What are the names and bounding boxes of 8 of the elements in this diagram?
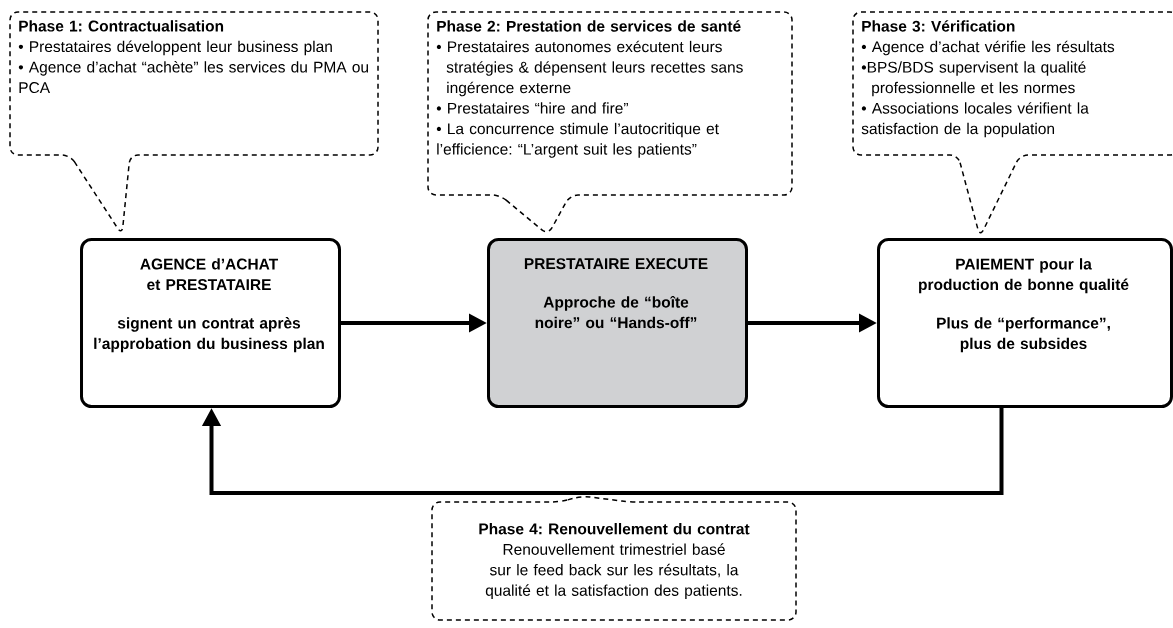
process-box: PRESTATAIRE EXECUTE Approche de “boîte noire” ou “Hands-off” xyxy=(487,238,748,408)
callout-bubble: Phase 1: Contractualisation • Prestataires développent leur business plan • Agence d’achat “achète” les services du PMA ou PCA xyxy=(9,11,379,232)
callout-bubble: Phase 4: Renouvellement du contrat Renouvellement trimestriel basé sur le feed back sur les résultats, la qualité et la satisfaction des patients. xyxy=(431,496,797,621)
process-box: AGENCE d’ACHAT et PRESTATAIRE signent un contrat après l’approbation du business plan xyxy=(80,238,341,408)
process-box: PAIEMENT pour la production de bonne qualité Plus de “performance”, plus de subsides xyxy=(877,238,1173,408)
callout-bubble: Phase 2: Prestation de services de santé • Prestataires autonomes exécutent leurs stratégies & dépensent leurs recettes sans ingérence externe • Prestataires “hire and fire” • La concurrence stimule l’autocritique et l’efficience: “L’argent suit les patients” xyxy=(427,11,793,233)
arrow xyxy=(201,408,1004,495)
callout-bubble: Phase 3: Vérification • Agence d’achat vérifie les résultats •BPS/BDS supervisent la qualité professionnelle et les normes • Associations locales vérifient la satisfaction de la population xyxy=(852,11,1173,234)
